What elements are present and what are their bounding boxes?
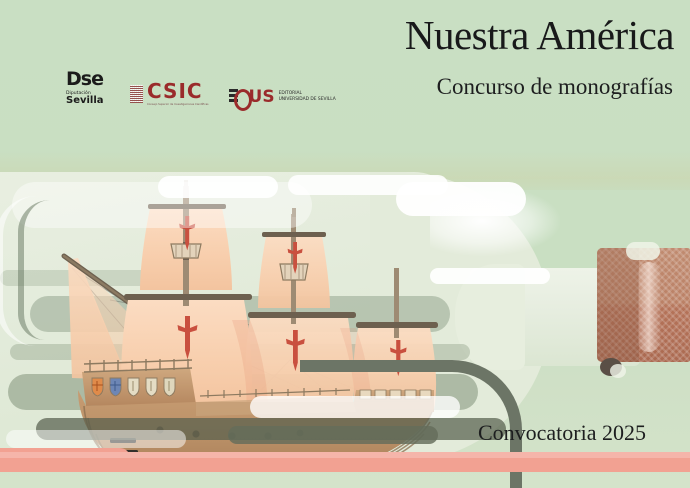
cork-shadow bbox=[597, 248, 639, 362]
csic-caption: Consejo Superior de Investigaciones Cien… bbox=[147, 103, 209, 107]
page-title: Nuestra América bbox=[404, 12, 675, 58]
cross-of-santiago bbox=[286, 242, 305, 372]
logo-editorial-universidad-sevilla: US EDITORIAL UNIVERSIDAD DE SEVILLA bbox=[228, 86, 336, 112]
diputacion-line1: Diputación bbox=[66, 91, 91, 96]
glass-edge-highlight bbox=[0, 196, 61, 346]
logo-csic: CSIC Consejo Superior de Investigaciones… bbox=[130, 81, 209, 106]
sea-band-foreground bbox=[228, 426, 438, 444]
cork-top-highlight bbox=[626, 242, 660, 260]
logo-row: Dse Diputación Sevilla CSIC Consejo Supe… bbox=[66, 70, 336, 112]
cross-of-santiago bbox=[389, 340, 407, 377]
cork-highlight bbox=[638, 262, 660, 352]
glass-edge-shadow bbox=[18, 200, 50, 340]
eus-line2: UNIVERSIDAD DE SEVILLA bbox=[278, 97, 336, 103]
page-subtitle: Concurso de monografías bbox=[436, 74, 673, 99]
logo-diputacion-sevilla: Dse Diputación Sevilla bbox=[66, 70, 110, 106]
glass-highlight bbox=[6, 430, 186, 448]
diputacion-line2: Sevilla bbox=[66, 95, 104, 107]
accent-stripe-shade bbox=[0, 452, 690, 458]
call-year-label: Convocatoria 2025 bbox=[477, 420, 646, 445]
glass-glow bbox=[430, 186, 560, 256]
accent-stripe-cap bbox=[0, 448, 130, 468]
glass-highlight bbox=[430, 268, 550, 284]
csic-wordmark: CSIC bbox=[147, 79, 203, 104]
diputacion-mark: Dse bbox=[66, 68, 104, 90]
csic-emblem-icon bbox=[130, 84, 143, 103]
eus-line1: EDITORIAL bbox=[278, 91, 302, 97]
accent-stripe bbox=[0, 452, 690, 472]
cork-knob-highlight bbox=[610, 364, 626, 378]
heraldic-shields bbox=[91, 377, 176, 397]
eus-wordmark: US bbox=[248, 86, 275, 107]
glass-highlight bbox=[158, 176, 278, 198]
eus-emblem-icon bbox=[228, 88, 252, 112]
cross-of-santiago bbox=[177, 216, 198, 360]
